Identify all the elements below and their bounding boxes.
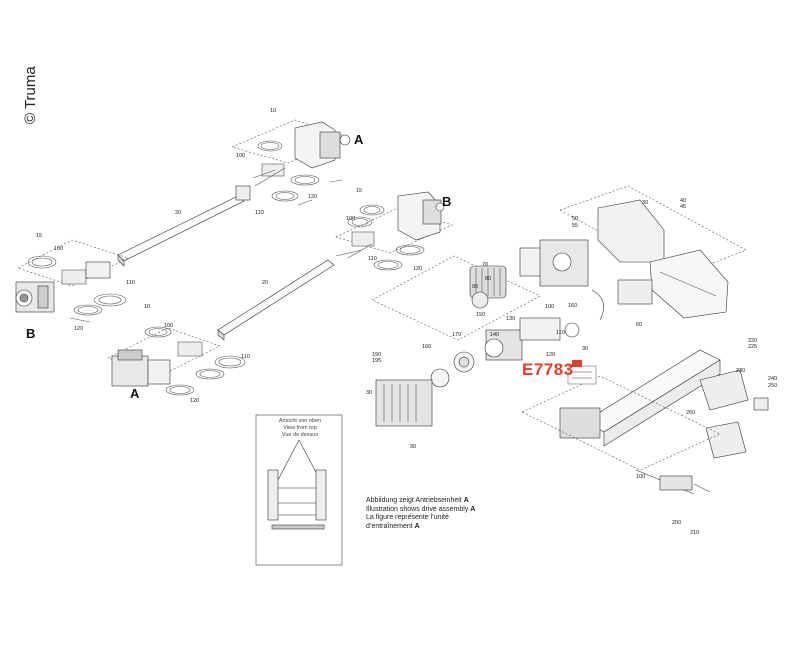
note-line-3: La figure représente l’unité <box>366 514 449 522</box>
pn-110: 110 <box>556 330 565 336</box>
drive-unit-a-top <box>231 119 351 206</box>
inset-title-de: Ansicht von oben <box>278 418 322 424</box>
pn-160: 160 <box>422 344 431 350</box>
pn-225: 225 <box>748 344 757 350</box>
pn-120: 120 <box>74 326 83 332</box>
top-view-inset <box>255 414 343 566</box>
pn-260: 260 <box>686 410 695 416</box>
pn-10: 10 <box>144 304 150 310</box>
shaft-upper <box>117 185 251 267</box>
note-line-4: d’entraînement <box>366 522 413 530</box>
pn-100: 100 <box>164 323 173 329</box>
pn-110: 110 <box>241 354 250 360</box>
pn-100: 100 <box>545 304 554 310</box>
callout-box <box>567 365 597 385</box>
pn-10: 10 <box>270 108 276 114</box>
label-b-top: B <box>442 194 452 209</box>
part-number-labels: 10 100 20 110 120 15 100 20 110 120 15 1… <box>36 108 777 536</box>
pn-20: 20 <box>175 210 181 216</box>
drive-assembly-note: Abbildung zeigt Antriebseinheit A Illust… <box>366 497 476 530</box>
note-line-2: Illustration shows drive assembly <box>366 505 469 513</box>
pn-250: 250 <box>768 383 777 389</box>
pn-240: 240 <box>768 376 777 382</box>
shaft-lower <box>217 259 335 341</box>
inset-title-fr: Vue de dessus <box>281 432 319 438</box>
pn-220: 220 <box>748 338 757 344</box>
pn-120: 120 <box>413 266 422 272</box>
pn-130: 130 <box>506 316 515 322</box>
drive-unit-b-left <box>15 239 129 323</box>
pn-30: 30 <box>582 346 588 352</box>
pn-120: 120 <box>190 398 199 404</box>
inset-title-en: View from top <box>283 425 317 431</box>
pn-195: 195 <box>372 358 381 364</box>
pn-15: 15 <box>356 188 362 194</box>
pn-140: 140 <box>490 332 499 338</box>
pn-30: 30 <box>366 390 372 396</box>
pn-120: 120 <box>546 352 555 358</box>
mounting-rail <box>521 349 769 495</box>
pn-30: 30 <box>642 200 648 206</box>
pn-100: 100 <box>636 474 645 480</box>
motor-assembly <box>371 239 604 427</box>
pn-90: 90 <box>472 284 478 290</box>
pn-110: 110 <box>368 256 377 262</box>
pn-210: 210 <box>690 530 699 536</box>
drive-unit-b-right <box>335 191 453 271</box>
pn-110: 110 <box>255 210 264 216</box>
note-line-1: Abbildung zeigt Antriebseinheit <box>366 497 462 504</box>
pn-190: 190 <box>372 352 381 358</box>
pn-60: 60 <box>636 322 642 328</box>
label-a-top: A <box>354 132 364 147</box>
pn-170: 170 <box>452 332 461 338</box>
pn-150: 150 <box>476 312 485 318</box>
pn-15: 15 <box>36 233 42 239</box>
pn-80: 80 <box>485 276 491 282</box>
callout-label: E7783 <box>522 360 574 379</box>
pn-200: 200 <box>672 520 681 526</box>
top-view-caption: Ansicht von oben View from top Vue de de… <box>260 418 340 439</box>
pn-20: 20 <box>262 280 268 286</box>
drive-unit-a-bottom <box>107 326 246 396</box>
pn-160: 160 <box>568 303 577 309</box>
pn-45: 45 <box>680 204 686 210</box>
pn-50: 50 <box>572 216 578 222</box>
label-b-left: B <box>26 326 36 341</box>
pn-120: 120 <box>308 194 317 200</box>
pn-30: 30 <box>410 444 416 450</box>
callout-marker <box>572 360 582 367</box>
cover-housing <box>559 185 747 319</box>
pn-100: 100 <box>236 153 245 159</box>
pn-230: 230 <box>736 368 745 374</box>
pn-110: 110 <box>126 280 135 286</box>
pn-100: 100 <box>54 246 63 252</box>
pn-100: 100 <box>346 216 355 222</box>
label-a-bottom: A <box>130 386 140 401</box>
pn-40: 40 <box>680 198 686 204</box>
pn-70: 70 <box>482 262 488 268</box>
pn-55: 55 <box>572 223 578 229</box>
